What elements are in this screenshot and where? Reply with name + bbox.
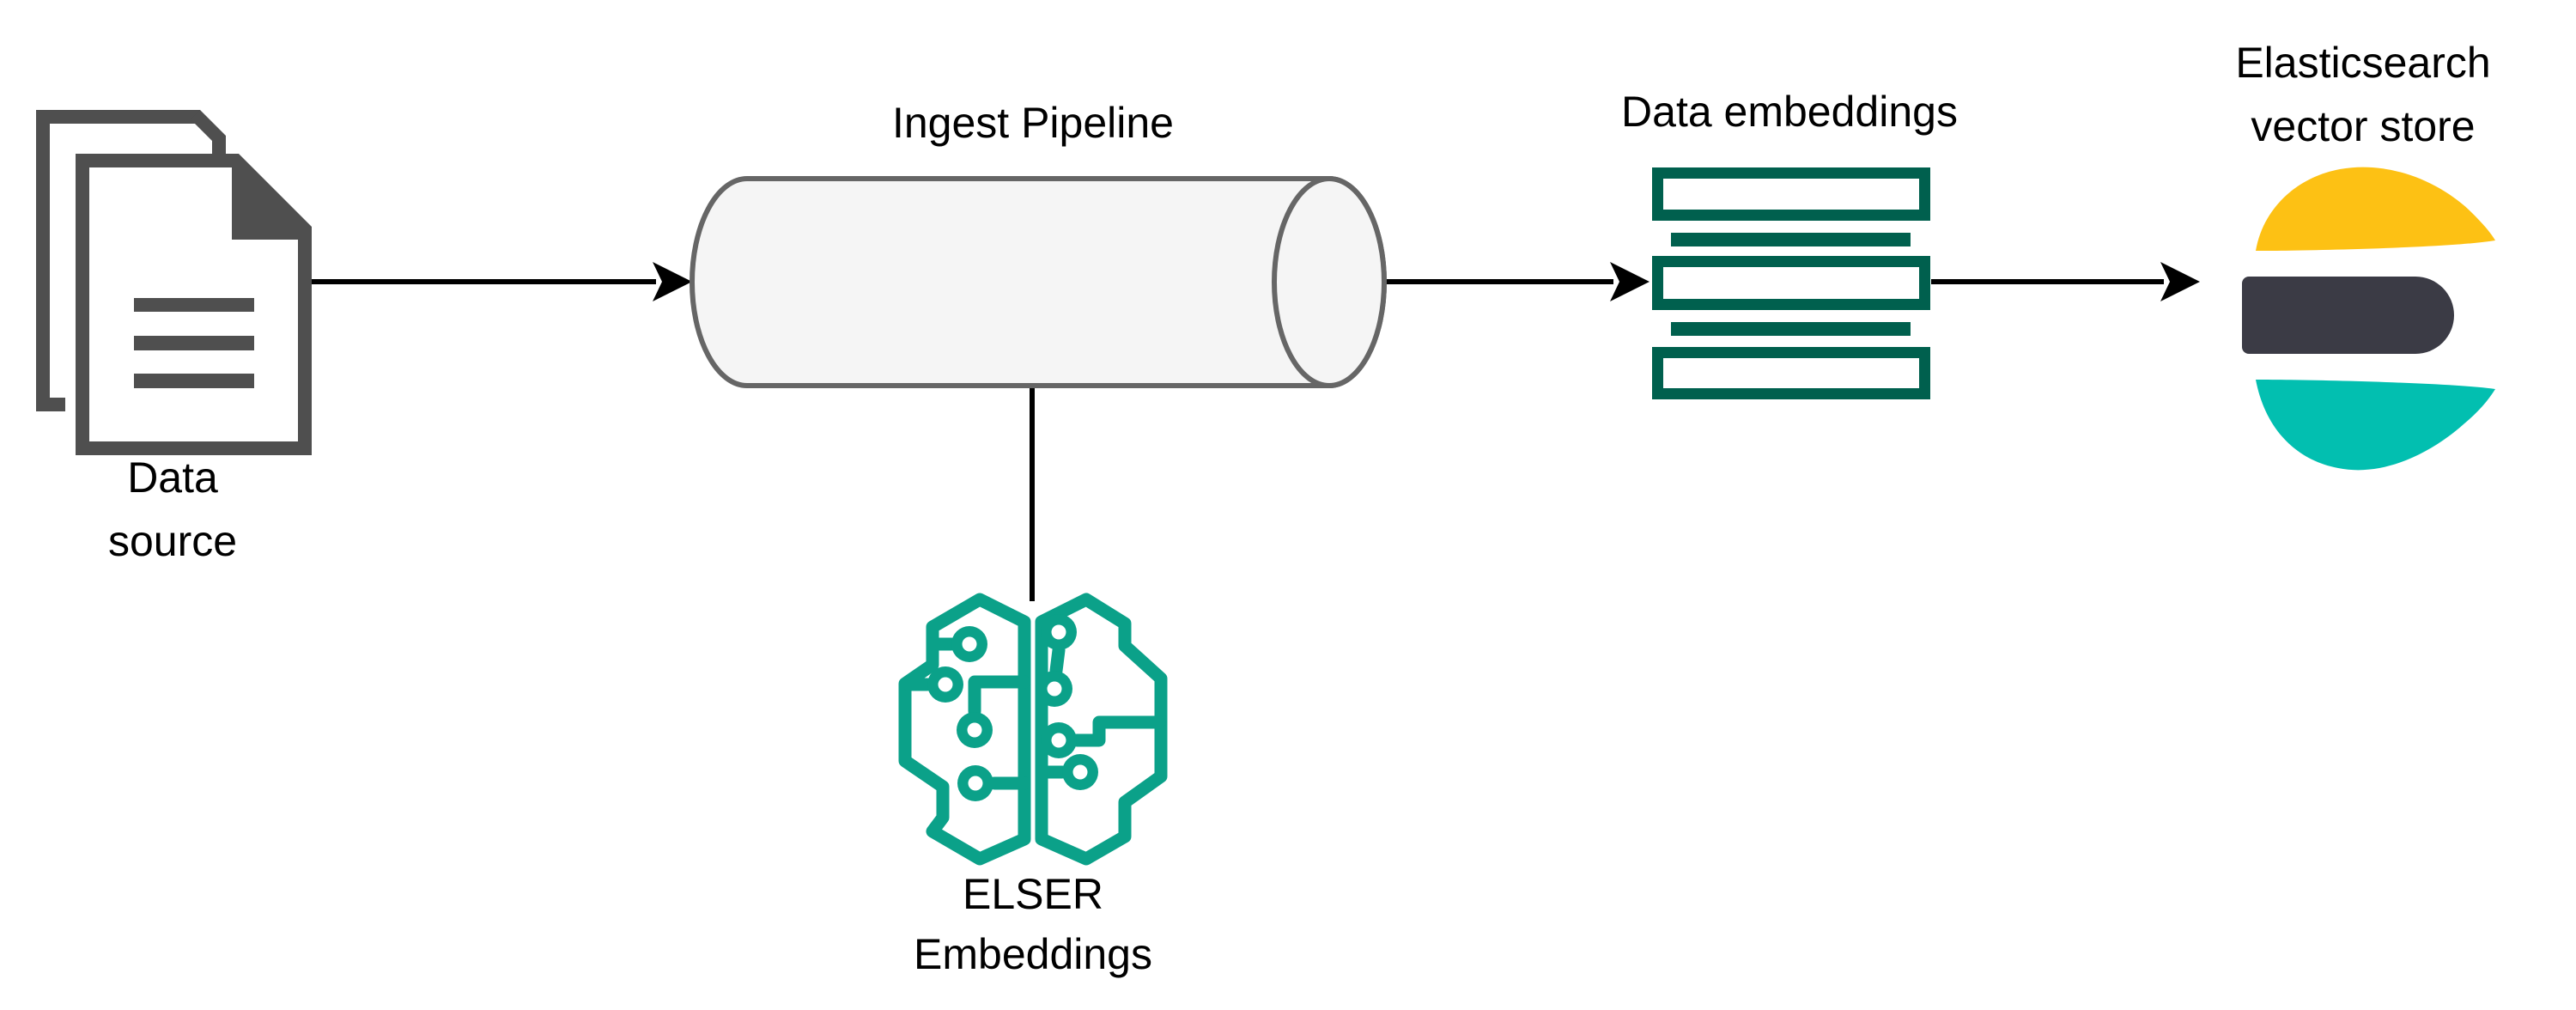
arrow-pipeline-to-embeddings [1385, 262, 1649, 301]
ingest-pipeline-label: Ingest Pipeline [891, 99, 1174, 147]
arrow-embeddings-to-store [1931, 262, 2200, 301]
vector-store-label-line2: vector store [2251, 102, 2476, 150]
data-source-label-line2: source [107, 517, 238, 565]
arrow-source-to-pipeline [312, 262, 692, 301]
data-source-label-line1: Data [127, 453, 218, 502]
elser-label: ELSER Embeddings [775, 864, 1291, 984]
elser-label-line2: Embeddings [914, 930, 1152, 978]
elasticsearch-logo [2242, 167, 2495, 471]
vector-store-label-line1: Elasticsearch [2235, 39, 2491, 87]
data-embeddings-label: Data embeddings [1621, 88, 1958, 136]
vector-store-label: Elasticsearch vector store [2148, 31, 2576, 158]
circuit-brain-icon [898, 593, 1168, 866]
es-logo-top-segment [2256, 167, 2495, 251]
es-logo-bottom-segment [2256, 380, 2495, 471]
pipeline-cylinder [690, 176, 1387, 388]
data-source-label: Data source [1, 446, 344, 573]
embeddings-stack-icon [1652, 167, 1930, 399]
elser-label-line1: ELSER [963, 870, 1103, 918]
documents-icon [36, 110, 312, 455]
es-logo-middle-bar [2242, 277, 2454, 354]
